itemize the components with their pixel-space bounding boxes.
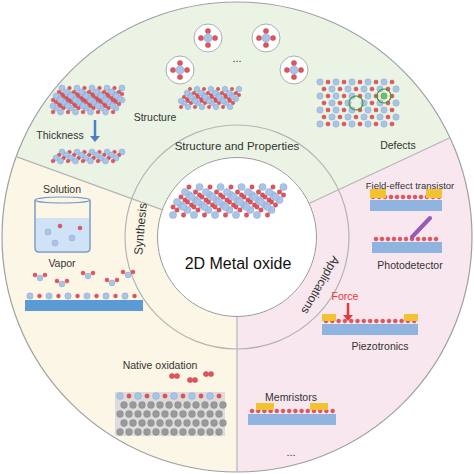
oxygen-atom [195, 207, 199, 211]
metal-atom [187, 193, 194, 200]
item-label: Piezotronics [351, 341, 408, 353]
oxygen-atom [237, 207, 241, 211]
metal-atom [194, 198, 201, 205]
oxygen-atom [220, 194, 224, 198]
metal-atom [221, 203, 228, 210]
oxygen-atom [235, 189, 239, 193]
item-label: Native oxidation [123, 360, 198, 372]
metal-atom [253, 211, 260, 218]
oxygen-atom [256, 189, 260, 193]
center-circle: 2D Metal oxide [157, 157, 317, 317]
oxygen-atom [228, 184, 232, 188]
oxygen-atom [277, 189, 281, 193]
item-label: Defects [380, 140, 416, 152]
metal-atom [265, 188, 272, 195]
oxygen-atom [174, 207, 178, 211]
metal-atom [279, 183, 286, 190]
oxygen-atom [265, 212, 269, 216]
metal-atom [173, 198, 180, 205]
metal-atom [200, 203, 207, 210]
metal-atom [179, 203, 186, 210]
metal-atom [271, 193, 278, 200]
oxygen-atom [270, 184, 274, 188]
metal-atom [229, 193, 236, 200]
metal-atom [169, 211, 176, 218]
oxygen-atom [206, 199, 210, 203]
metal-atom [211, 211, 218, 218]
oxygen-atom [216, 207, 220, 211]
metal-atom [202, 188, 209, 195]
metal-atom [263, 203, 270, 210]
metal-atom [232, 211, 239, 218]
metal-atom [216, 183, 223, 190]
metal-atom [242, 203, 249, 210]
metal-atom [181, 188, 188, 195]
oxygen-atom [262, 194, 266, 198]
oxygen-atom [227, 199, 231, 203]
item-label: Structure [134, 112, 177, 124]
metal-atom [258, 183, 265, 190]
metal-atom [237, 183, 244, 190]
sector-fill [237, 138, 472, 472]
sector-fill [2, 157, 237, 472]
metal-atom [250, 193, 257, 200]
oxygen-atom [248, 199, 252, 203]
oxygen-atom [181, 212, 185, 216]
oxygen-atom [191, 204, 195, 208]
center-lattice [157, 157, 317, 317]
oxygen-atom [185, 199, 189, 203]
metal-atom [244, 188, 251, 195]
item-label: Solution [43, 184, 81, 196]
item-label: Field-effect transistor [366, 181, 455, 191]
metal-atom [195, 183, 202, 190]
center-title: 2D Metal oxide [185, 255, 292, 273]
item-label: Photodetector [377, 260, 442, 272]
item-label: Memristors [265, 392, 317, 404]
oxygen-atom [186, 184, 190, 188]
oxygen-atom [269, 199, 273, 203]
section-heading: Structure and Properties [175, 140, 300, 153]
metal-atom [215, 198, 222, 205]
item-label: Vapor [48, 258, 75, 270]
oxygen-atom [241, 194, 245, 198]
oxygen-atom [249, 184, 253, 188]
oxygen-atom [281, 192, 285, 196]
oxygen-atom [214, 189, 218, 193]
metal-atom [257, 198, 264, 205]
metal-atom [190, 211, 197, 218]
item-label: ... [232, 52, 241, 64]
oxygen-atom [233, 204, 237, 208]
oxygen-atom [193, 189, 197, 193]
oxygen-atom [170, 204, 174, 208]
oxygen-atom [178, 194, 182, 198]
oxygen-atom [202, 212, 206, 216]
oxygen-atom [212, 204, 216, 208]
item-label: Thickness [36, 130, 83, 142]
oxygen-atom [254, 204, 258, 208]
oxygen-atom [223, 212, 227, 216]
metal-atom [236, 198, 243, 205]
item-label: ... [286, 446, 295, 458]
oxygen-atom [199, 194, 203, 198]
oxygen-atom [207, 184, 211, 188]
metal-atom [223, 188, 230, 195]
oxygen-atom [258, 207, 262, 211]
oxygen-atom [273, 202, 277, 206]
metal-atom [208, 193, 215, 200]
oxygen-atom [244, 212, 248, 216]
item-label: Force [332, 291, 359, 303]
